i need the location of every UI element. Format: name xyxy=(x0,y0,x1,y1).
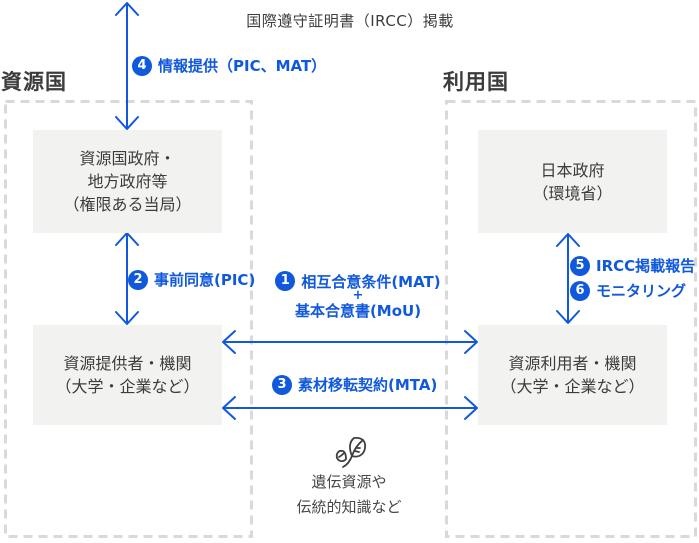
plus-sign: + xyxy=(352,288,364,303)
step5-text: IRCC掲載報告 xyxy=(596,257,696,275)
step2-text: 事前同意(PIC) xyxy=(154,271,256,289)
step1-label: 1 相互合意条件(MAT) + 基本合意書(MoU) xyxy=(272,271,444,319)
note-line: 伝統的知識など xyxy=(296,498,402,516)
box-line: 資源国政府・ xyxy=(79,149,176,168)
step4-text: 情報提供（PIC、MAT） xyxy=(158,57,327,75)
genetic-resources-note: 遺伝資源や 伝統的知識など xyxy=(296,470,401,520)
leaf-icon xyxy=(334,436,368,472)
source-provider-box: 資源提供者・機関 （大学・企業など） xyxy=(33,325,222,425)
ircc-publication-caption: 国際遵守証明書（IRCC）掲載 xyxy=(246,12,454,30)
user-country-label: 利用国 xyxy=(443,70,509,94)
step6-text: モニタリング xyxy=(596,282,687,300)
box-line: （大学・企業など） xyxy=(500,377,645,396)
step4-number-badge: 4 xyxy=(132,55,152,76)
source-country-dashed-border xyxy=(4,100,253,538)
step6-number-badge: 6 xyxy=(570,280,590,301)
step4-label: 4 情報提供（PIC、MAT） xyxy=(132,55,326,76)
mat-mou-arrow xyxy=(222,330,478,354)
mta-arrow xyxy=(222,396,478,420)
box-line: 日本政府 xyxy=(540,160,605,180)
source-country-label: 資源国 xyxy=(1,70,67,94)
box-line: （大学・企業など） xyxy=(55,377,200,396)
box-line: 地方政府等 xyxy=(87,172,168,191)
step3-number-badge: 3 xyxy=(272,374,292,395)
user-country-dashed-border xyxy=(445,100,697,538)
step5-number-badge: 5 xyxy=(570,255,590,276)
box-line: （環境省） xyxy=(532,183,613,203)
source-government-box: 資源国政府・ 地方政府等 （権限ある当局） xyxy=(33,130,222,233)
pic-consent-arrow xyxy=(115,232,139,325)
japan-government-box: 日本政府 （環境省） xyxy=(478,130,667,233)
info-provision-arrow xyxy=(115,2,139,130)
step3-label: 3 素材移転契約(MTA) xyxy=(272,374,437,395)
step2-number-badge: 2 xyxy=(128,269,148,290)
step5-label: 5 IRCC掲載報告 xyxy=(570,255,695,276)
ircc-monitoring-arrow xyxy=(556,233,580,324)
step1-text: 相互合意条件(MAT) xyxy=(301,272,441,291)
step1-text-mou: 基本合意書(MoU) xyxy=(294,302,422,320)
resource-user-box: 資源利用者・機関 （大学・企業など） xyxy=(478,325,667,425)
box-line: 資源提供者・機関 xyxy=(63,354,192,373)
note-line: 遺伝資源や xyxy=(311,473,387,491)
step6-label: 6 モニタリング xyxy=(570,280,686,301)
step3-text: 素材移転契約(MTA) xyxy=(298,376,438,394)
step2-label: 2 事前同意(PIC) xyxy=(128,269,255,290)
box-line: （権限ある当局） xyxy=(63,195,192,214)
step1-number-badge: 1 xyxy=(275,271,296,291)
box-line: 資源利用者・機関 xyxy=(508,354,637,373)
step1-line1: 1 相互合意条件(MAT) xyxy=(275,271,441,291)
